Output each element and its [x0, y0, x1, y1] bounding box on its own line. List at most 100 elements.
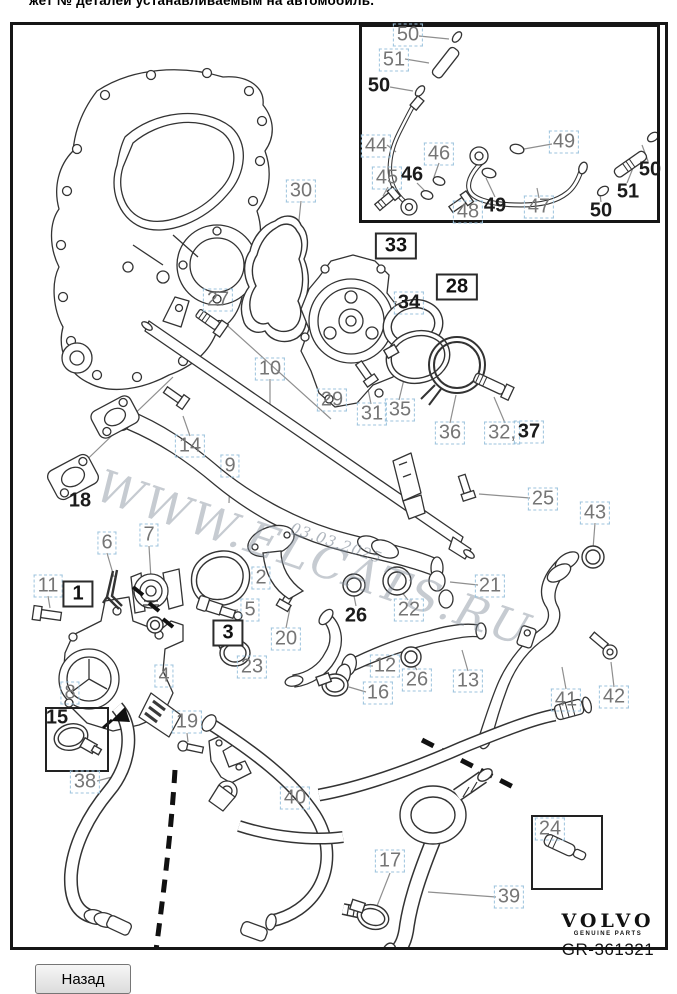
- oring-4-drawing: [146, 616, 164, 634]
- hose-38-drawing: [63, 702, 136, 936]
- part-label-42[interactable]: 42: [598, 685, 630, 709]
- part-label-25[interactable]: 25: [527, 487, 559, 511]
- part-label-48[interactable]: 48: [452, 200, 484, 224]
- gasket-30-drawing: [240, 215, 310, 343]
- part-label-46[interactable]: 46: [423, 142, 455, 166]
- hose-12-drawing: [284, 608, 342, 688]
- part-box-24: [531, 815, 603, 890]
- part-label-18[interactable]: 18: [68, 489, 92, 512]
- part-label-36[interactable]: 36: [434, 421, 466, 445]
- bolt-11-drawing: [31, 604, 63, 622]
- part-label-26[interactable]: 26: [344, 604, 368, 627]
- part-label-26[interactable]: 26: [401, 668, 433, 692]
- page-header-note: жет № деталей устанавливаемым на автомоб…: [29, 0, 375, 8]
- spring-clip-6-drawing: [102, 569, 123, 610]
- oring-21-drawing: [428, 570, 454, 609]
- part-label-33: 33: [374, 232, 418, 260]
- part-label-4[interactable]: 4: [154, 664, 174, 688]
- part-label-50[interactable]: 50: [638, 158, 662, 181]
- part-label-30[interactable]: 30: [285, 179, 317, 203]
- part-label-22[interactable]: 22: [393, 598, 425, 622]
- part-label-14[interactable]: 14: [174, 434, 206, 458]
- part-label-46[interactable]: 46: [400, 163, 424, 186]
- part-label-28: 28: [435, 273, 479, 301]
- bolt-19-drawing: [177, 740, 205, 754]
- part-label-34[interactable]: 34: [393, 291, 425, 315]
- inset-panel: [359, 24, 660, 223]
- box15-clamp-drawing: [53, 722, 103, 756]
- volvo-logo: VOLVO: [561, 910, 655, 932]
- part-label-13[interactable]: 13: [452, 669, 484, 693]
- flange-18-drawing: [46, 395, 140, 501]
- stud-32-37-drawing: [473, 372, 515, 402]
- part-label-31[interactable]: 31: [356, 402, 388, 426]
- part-label-37[interactable]: 37: [513, 420, 545, 444]
- part-label-32[interactable]: 32,: [484, 421, 520, 445]
- gasket-2-drawing: [190, 550, 251, 607]
- clamp-35-drawing: [382, 329, 451, 385]
- part-label-20[interactable]: 20: [270, 627, 302, 651]
- part-label-45[interactable]: 45: [371, 166, 403, 190]
- diagram-art: [31, 31, 660, 947]
- part-label-51[interactable]: 51: [378, 48, 410, 72]
- inset-drawing: [373, 31, 660, 216]
- part-label-17[interactable]: 17: [374, 849, 406, 873]
- bolt-42-drawing: [588, 631, 618, 660]
- part-label-49[interactable]: 49: [483, 194, 507, 217]
- part-label-35[interactable]: 35: [384, 398, 416, 422]
- oring-26b-drawing: [400, 646, 422, 668]
- water-pump-drawing: [300, 254, 406, 408]
- part-label-40[interactable]: 40: [279, 786, 311, 810]
- part-label-24[interactable]: 24: [534, 817, 566, 841]
- part-label-39[interactable]: 39: [493, 885, 525, 909]
- part-label-9[interactable]: 9: [220, 454, 240, 478]
- drawing-ref: GR-361321: [561, 940, 655, 959]
- part-label-38[interactable]: 38: [69, 770, 101, 794]
- part-label-47[interactable]: 47: [523, 195, 555, 219]
- part-label-6[interactable]: 6: [97, 531, 117, 555]
- part-label-51[interactable]: 51: [616, 180, 640, 203]
- brand-tagline: GENUINE PARTS: [573, 931, 643, 937]
- part-label-8[interactable]: 8: [60, 681, 80, 705]
- part-label-50[interactable]: 50: [392, 23, 424, 47]
- clamp-16-drawing: [315, 671, 349, 697]
- part-label-50[interactable]: 50: [589, 199, 613, 222]
- back-button[interactable]: Назад: [35, 964, 131, 994]
- part-label-2[interactable]: 2: [251, 566, 271, 590]
- oring-22-drawing: [382, 566, 412, 596]
- part-label-27[interactable]: 27: [202, 288, 234, 312]
- spring-clamp-36-drawing: [420, 336, 486, 406]
- bolt-31-drawing: [354, 359, 380, 388]
- part-label-10[interactable]: 10: [254, 357, 286, 381]
- hose-40-drawing: [201, 696, 593, 942]
- assembly-dashes: [131, 585, 175, 629]
- part-label-15[interactable]: 15: [45, 706, 69, 729]
- part-label-43[interactable]: 43: [579, 501, 611, 525]
- brand-block: VOLVO GENUINE PARTS GR-361321: [553, 910, 663, 960]
- bolt-14-drawing: [162, 385, 191, 411]
- part-label-23[interactable]: 23: [236, 655, 268, 679]
- part-label-7[interactable]: 7: [139, 523, 159, 547]
- part-label-1: 1: [62, 580, 94, 608]
- part-label-50[interactable]: 50: [367, 74, 391, 97]
- part-label-11[interactable]: 11: [33, 574, 63, 598]
- part-label-21[interactable]: 21: [474, 574, 506, 598]
- part-label-29[interactable]: 29: [316, 388, 348, 412]
- part-label-19[interactable]: 19: [171, 710, 203, 734]
- part-label-41[interactable]: 41: [550, 688, 582, 712]
- part-label-5[interactable]: 5: [240, 598, 260, 622]
- part-label-3: 3: [212, 619, 244, 647]
- clamp-17-drawing: [348, 898, 390, 931]
- part-label-49[interactable]: 49: [548, 130, 580, 154]
- bolt-27-drawing: [195, 309, 230, 338]
- sensor-5-drawing: [195, 595, 243, 621]
- outlet-flange-drawing: [247, 524, 305, 600]
- part-label-12[interactable]: 12: [369, 654, 401, 678]
- oring-26a-drawing: [342, 573, 366, 597]
- part-label-16[interactable]: 16: [362, 681, 394, 705]
- part-label-44[interactable]: 44: [360, 134, 392, 158]
- dashed-separators: [153, 737, 521, 947]
- thermostat-7-drawing: [130, 568, 184, 614]
